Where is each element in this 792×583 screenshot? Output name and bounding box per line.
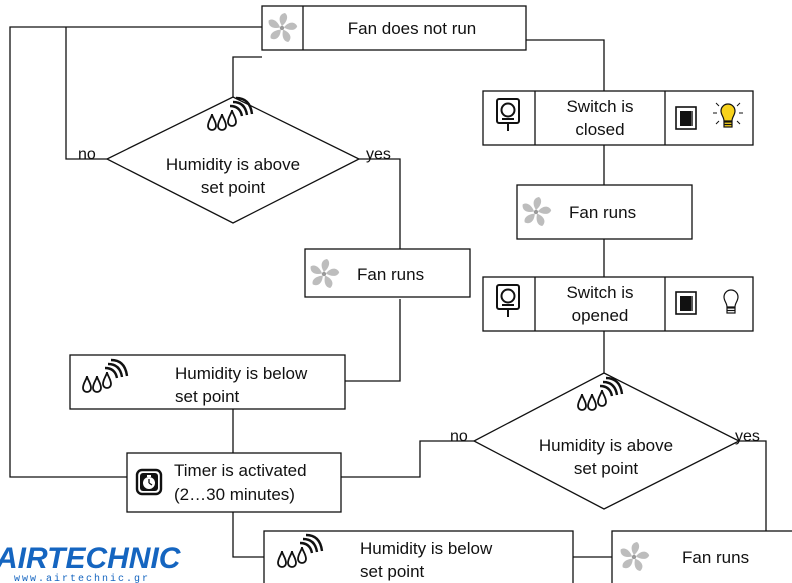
- edge-label-no-left: no: [78, 146, 96, 163]
- connector-top-to-timer: [9, 26, 262, 478]
- node-humidity-above-right: Humidity is above set point: [472, 372, 741, 510]
- node-humidity-above-left: Humidity is above set point: [105, 96, 361, 224]
- connector-fanruns-to-below: [345, 299, 401, 382]
- node-humidity-below-bottom: Humidity is below set point: [263, 530, 574, 583]
- connector-top-to-diamond: [232, 56, 262, 97]
- node-label-line2: (2…30 minutes): [174, 485, 295, 504]
- connectors: [9, 26, 767, 558]
- node-label-line1: Humidity is below: [175, 364, 308, 383]
- timer-icon: [135, 468, 163, 496]
- node-switch-closed: Switch is closed: [482, 90, 754, 146]
- connector-timer-to-below: [232, 512, 264, 558]
- node-humidity-below-left: Humidity is below set point: [69, 354, 346, 410]
- connector-no-left: [65, 27, 107, 160]
- node-fan-runs-right: Fan runs: [516, 184, 693, 240]
- node-label-line1: Humidity is above: [166, 155, 300, 174]
- node-label: Fan runs: [682, 548, 749, 567]
- node-label-line1: Switch is: [566, 97, 633, 116]
- node-timer-activated: Timer is activated (2…30 minutes): [126, 452, 342, 513]
- node-label-line2: opened: [572, 306, 629, 325]
- node-label-line2: set point: [360, 562, 425, 581]
- edge-label-yes-left: yes: [366, 146, 391, 163]
- connector-no-right: [341, 440, 474, 478]
- light-bulb-on-icon: [713, 102, 743, 128]
- node-label-line2: set point: [175, 387, 240, 406]
- node-label: Fan runs: [569, 203, 636, 222]
- node-label-line2: set point: [201, 178, 266, 197]
- node-label-line1: Timer is activated: [174, 461, 307, 480]
- node-label: Fan does not run: [348, 19, 477, 38]
- node-label-line1: Switch is: [566, 283, 633, 302]
- node-label-line2: closed: [575, 120, 624, 139]
- light-switch-icon: [675, 291, 697, 315]
- light-switch-icon: [675, 106, 697, 130]
- brand-logo: AIRTECHNIC www.airtechnic.gr: [0, 542, 182, 583]
- node-label-line2: set point: [574, 459, 639, 478]
- connector-yes-left: [359, 158, 401, 249]
- node-label: Fan runs: [357, 265, 424, 284]
- node-label-line1: Humidity is below: [360, 539, 493, 558]
- node-label-line1: Humidity is above: [539, 436, 673, 455]
- node-fan-runs-bottom: Fan runs: [611, 530, 792, 583]
- edge-label-yes-right: yes: [735, 428, 760, 445]
- connector-yes-right: [739, 440, 767, 531]
- node-fan-does-not-run: Fan does not run: [261, 5, 527, 51]
- node-fan-runs-left: Fan runs: [304, 248, 471, 298]
- connector-top-to-switch: [526, 39, 605, 91]
- node-switch-opened: Switch is opened: [482, 276, 754, 332]
- brand-name: AIRTECHNIC: [0, 542, 182, 575]
- brand-url: www.airtechnic.gr: [14, 573, 150, 583]
- edge-label-no-right: no: [450, 428, 468, 445]
